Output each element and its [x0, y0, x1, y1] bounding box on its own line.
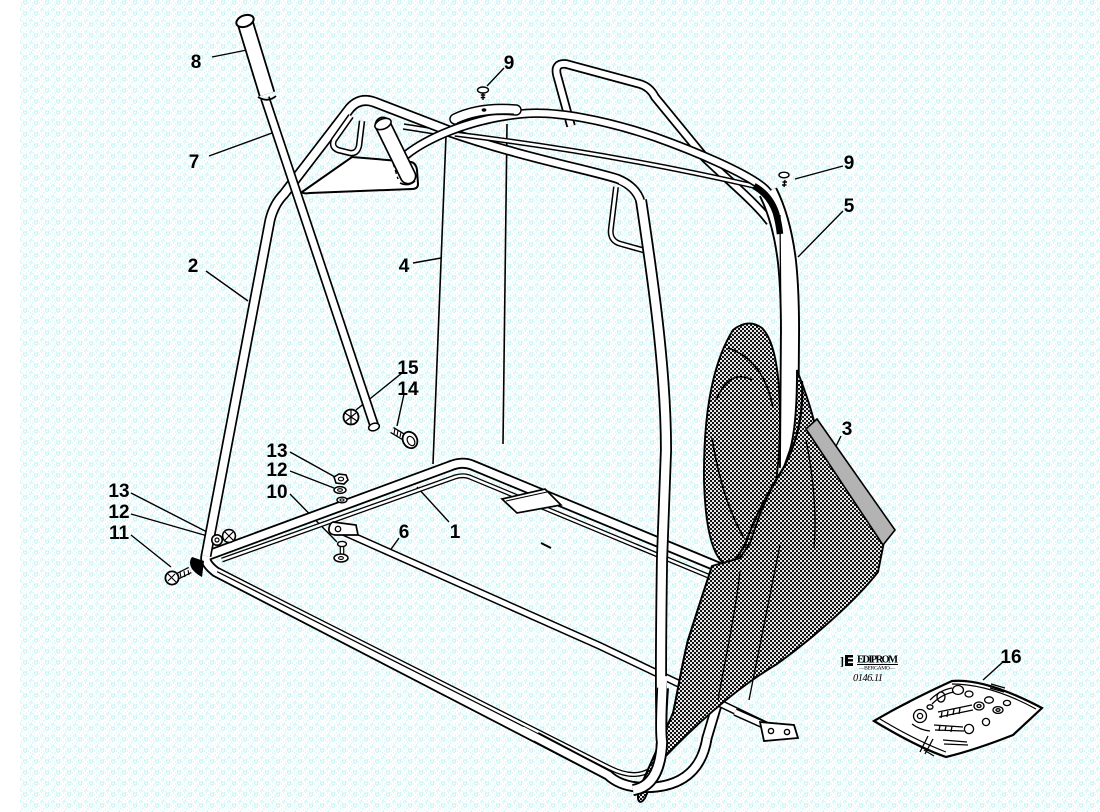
- svg-text:4: 4: [399, 256, 410, 277]
- svg-text:2: 2: [188, 256, 199, 277]
- svg-text:12: 12: [266, 460, 287, 481]
- svg-text:3: 3: [842, 419, 853, 440]
- svg-text:13: 13: [108, 481, 129, 502]
- svg-text:EDIPROM: EDIPROM: [857, 655, 898, 666]
- svg-text:9: 9: [844, 153, 855, 174]
- svg-text:5: 5: [844, 196, 855, 217]
- svg-text:11: 11: [109, 523, 130, 544]
- svg-text:8: 8: [191, 52, 202, 73]
- svg-text:1: 1: [450, 522, 461, 543]
- svg-text:9: 9: [504, 53, 515, 74]
- svg-text:15: 15: [397, 358, 419, 379]
- svg-text:—BERGAMO—: —BERGAMO—: [858, 666, 896, 672]
- svg-text:12: 12: [108, 502, 129, 523]
- svg-text:6: 6: [399, 522, 410, 543]
- svg-text:]: ]: [840, 654, 844, 668]
- svg-text:0146.11: 0146.11: [853, 673, 883, 684]
- svg-text:14: 14: [397, 379, 419, 400]
- svg-text:13: 13: [266, 441, 287, 462]
- svg-text:16: 16: [1000, 647, 1021, 668]
- svg-text:7: 7: [189, 152, 200, 173]
- svg-text:10: 10: [266, 482, 287, 503]
